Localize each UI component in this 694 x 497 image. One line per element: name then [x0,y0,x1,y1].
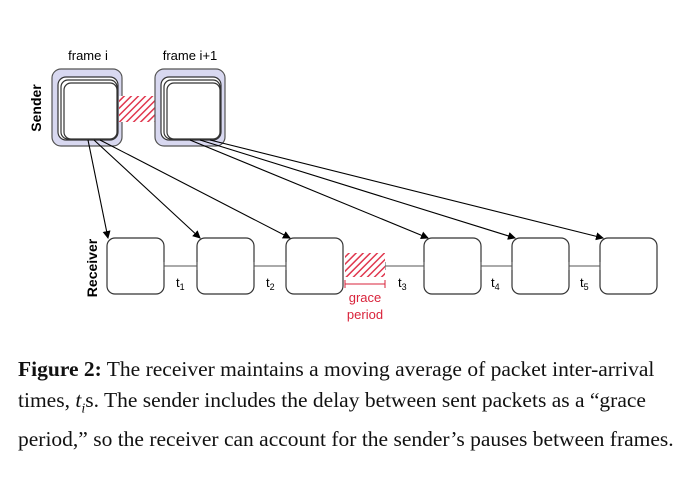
arrow-3 [99,139,291,239]
frame-i-plus-1-label: frame i+1 [163,48,218,63]
arrow-6 [209,139,604,241]
arrow-5 [199,139,516,240]
packet-6 [599,237,658,295]
frame-i-plus-1 [154,68,226,147]
packet-timing-diagram: Sender frame i frame i+1 Receiver [28,48,658,322]
packet-2 [196,237,255,295]
arrow-1 [87,139,111,239]
grace-period-bracket [344,280,386,288]
packet-5 [511,237,570,295]
packet-4 [423,237,482,295]
interval-label-t1: t1 [176,275,185,292]
interval-label-t4: t4 [491,275,500,292]
caption-text-after-var: s. The sender includes the delay between… [18,388,674,452]
sender-grace-period [119,96,157,122]
grace-label-line1: grace [349,290,382,305]
interval-label-t3: t3 [398,275,407,292]
sender-label: Sender [28,84,44,132]
interval-connectors [163,262,601,270]
transmission-arrows [87,139,604,241]
interval-label-t5: t5 [580,275,589,292]
caption-var: ti [75,388,86,417]
receiver-label: Receiver [84,238,100,297]
arrow-2 [93,139,201,239]
receiver-grace-period [345,253,385,277]
arrow-4 [189,139,429,240]
grace-label-line2: period [347,307,383,322]
caption-label: Figure 2: [18,357,102,381]
packet-3 [285,237,344,295]
packet-1 [106,237,165,295]
frame-i-label: frame i [68,48,108,63]
figure-caption: Figure 2: The receiver maintains a movin… [18,354,678,455]
frame-i [51,68,123,147]
interval-label-t2: t2 [266,275,275,292]
caption-text-before-var: The receiver maintains a moving average … [18,357,655,412]
